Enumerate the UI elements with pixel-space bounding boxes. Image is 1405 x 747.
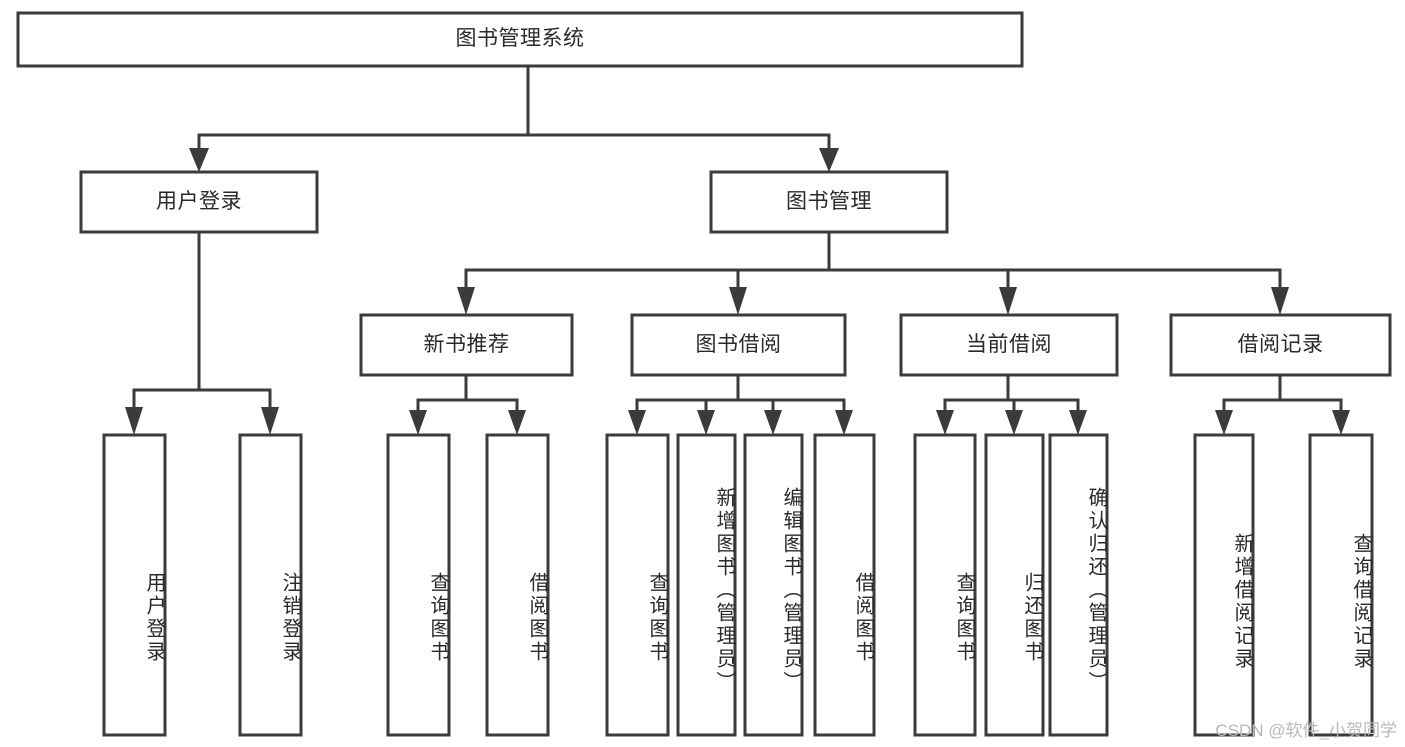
node-box-root[interactable]: [16, 11, 1024, 68]
node-box-leaf-query-book-2[interactable]: [605, 433, 670, 737]
edge-group-root: [189, 64, 839, 172]
node-box-book-borrow[interactable]: [630, 313, 847, 377]
node-box-leaf-logout[interactable]: [238, 433, 303, 737]
node-box-leaf-user-login[interactable]: [102, 433, 167, 737]
node-box-leaf-add-book-admin[interactable]: [676, 433, 737, 737]
csdn-watermark: CSDN @软件_小贺同学: [1215, 721, 1397, 740]
node-box-new-book-recommend[interactable]: [359, 313, 574, 377]
edge-group-user-login: [125, 230, 279, 435]
edge-group-book-manage: [457, 230, 1289, 315]
node-box-leaf-query-book-3[interactable]: [913, 433, 977, 737]
edge-group-new-book-recommend: [409, 373, 526, 435]
node-box-leaf-return-book[interactable]: [984, 433, 1045, 737]
node-box-leaf-borrow-book-1[interactable]: [485, 433, 550, 737]
edge-group-book-borrow: [628, 373, 853, 435]
node-box-book-manage[interactable]: [709, 170, 949, 234]
node-box-user-login[interactable]: [79, 170, 319, 234]
node-box-leaf-query-borrow-record[interactable]: [1308, 433, 1374, 737]
edge-group-borrow-record: [1215, 373, 1350, 435]
node-box-leaf-confirm-return-admin[interactable]: [1048, 433, 1109, 737]
node-box-leaf-add-borrow-record[interactable]: [1193, 433, 1255, 737]
edge-group-current-borrow: [936, 373, 1087, 435]
node-box-leaf-query-book-1[interactable]: [386, 433, 451, 737]
node-box-current-borrow[interactable]: [899, 313, 1119, 377]
node-box-leaf-borrow-book-2[interactable]: [813, 433, 876, 737]
node-box-leaf-edit-book-admin[interactable]: [743, 433, 804, 737]
node-box-borrow-record[interactable]: [1169, 313, 1392, 377]
